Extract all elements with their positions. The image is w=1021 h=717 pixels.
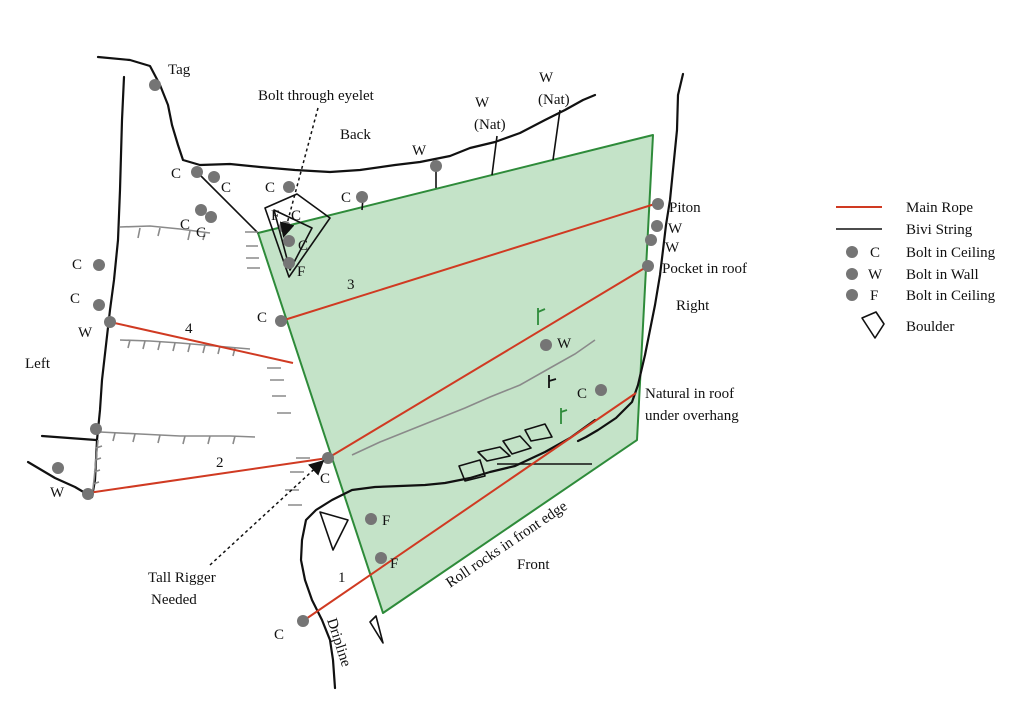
label-c: C xyxy=(171,166,181,182)
label-natural-2: under overhang xyxy=(645,408,739,424)
crack-diagonal-center xyxy=(351,339,596,456)
label-w-nat1: W xyxy=(475,95,490,111)
boulder-icon xyxy=(477,446,511,462)
label-w-back: W xyxy=(412,143,427,159)
arrow-bolt-eyelet xyxy=(279,107,319,238)
label-tall-rigger-2: Needed xyxy=(151,592,197,608)
legend-boulder-icon xyxy=(861,311,885,339)
crack-lower-left xyxy=(99,431,256,445)
main-rope-2b xyxy=(327,265,649,459)
crack-middle-left xyxy=(119,339,251,357)
label-rope-1: 1 xyxy=(338,570,346,586)
main-rope-2 xyxy=(87,457,329,494)
label-natural-1: Natural in roof xyxy=(645,386,734,402)
legend: Main Rope Bivi String C Bolt in Ceiling … xyxy=(836,200,996,339)
label-c: C xyxy=(221,180,231,196)
legend-symbol: C xyxy=(870,245,880,261)
label-w: W xyxy=(668,221,683,237)
green-ticks xyxy=(537,308,568,424)
label-w-nat1-nat: (Nat) xyxy=(474,117,506,133)
legend-bolt-icon xyxy=(846,289,858,301)
legend-bolt-icon xyxy=(846,268,858,280)
label-front: Front xyxy=(517,557,550,573)
right-wall xyxy=(576,72,685,443)
label-rope-4: 4 xyxy=(185,321,193,337)
boulder-icon xyxy=(524,423,553,442)
label-rope-3: 3 xyxy=(347,277,355,293)
main-rope-3 xyxy=(280,202,659,322)
label-c: C xyxy=(274,627,284,643)
label-c: C xyxy=(265,180,275,196)
label-dripline: Dripline xyxy=(323,616,354,669)
label-c: C xyxy=(320,471,330,487)
crack-upper-left xyxy=(119,225,211,241)
label-c: C xyxy=(70,291,80,307)
boulder-icon xyxy=(319,511,349,551)
crack-ticks-center xyxy=(245,231,310,506)
legend-symbol: F xyxy=(870,288,878,304)
boulder-icon xyxy=(502,435,532,455)
crack-wall-left xyxy=(91,439,103,498)
legend-bolt-icon xyxy=(846,246,858,258)
label-w-nat2: W xyxy=(539,70,554,86)
label-tag: Tag xyxy=(168,62,191,78)
dripline-edge xyxy=(299,418,597,690)
label-c: C xyxy=(341,190,351,206)
label-f: F xyxy=(382,513,390,529)
label-c-mid: C xyxy=(577,386,587,402)
label-f: F xyxy=(390,556,398,572)
label-w: W xyxy=(50,485,65,501)
label-left: Left xyxy=(25,356,51,372)
label-right: Right xyxy=(676,298,710,314)
left-wall-ledge xyxy=(40,434,98,442)
legend-label: Bolt in Ceiling xyxy=(906,245,996,261)
label-w: W xyxy=(78,325,93,341)
bivi-area xyxy=(257,134,654,614)
main-rope-1 xyxy=(302,392,637,622)
label-bolt-eyelet: Bolt through eyelet xyxy=(258,88,375,104)
bivi-string-w-nat2 xyxy=(552,109,561,161)
label-f: F xyxy=(297,264,305,280)
label-c: C xyxy=(298,238,308,254)
boulder-icon xyxy=(458,459,486,482)
label-c: C xyxy=(180,217,190,233)
label-tall-rigger-1: Tall Rigger xyxy=(148,570,216,586)
label-c: C xyxy=(257,310,267,326)
black-tick xyxy=(548,375,557,388)
left-wall-upper xyxy=(96,55,597,174)
legend-label: Bolt in Wall xyxy=(906,267,979,283)
label-c: C xyxy=(196,225,206,241)
label-rope-2: 2 xyxy=(216,455,224,471)
bivi-string-w-nat1 xyxy=(491,135,498,176)
label-c: C xyxy=(72,257,82,273)
label-w: W xyxy=(665,240,680,256)
main-rope-4 xyxy=(109,321,294,364)
label-f: F xyxy=(271,208,279,224)
label-pocket: Pocket in roof xyxy=(662,261,747,277)
boulder-icon xyxy=(369,615,384,644)
boulder-icon xyxy=(264,193,331,278)
arrow-tall-rigger xyxy=(209,459,325,566)
legend-label: Bolt in Ceiling xyxy=(906,288,996,304)
bolts xyxy=(52,79,664,627)
boulder-icon xyxy=(273,209,313,271)
label-w-nat2-nat: (Nat) xyxy=(538,92,570,108)
label-back: Back xyxy=(340,127,371,143)
label-w-mid: W xyxy=(557,336,572,352)
legend-label: Boulder xyxy=(906,319,954,335)
label-piton: Piton xyxy=(669,200,701,216)
label-c: C xyxy=(291,208,301,224)
legend-symbol: W xyxy=(868,267,883,283)
bivi-string-c1 xyxy=(196,171,259,234)
legend-label: Main Rope xyxy=(906,200,973,216)
legend-label: Bivi String xyxy=(906,222,973,238)
